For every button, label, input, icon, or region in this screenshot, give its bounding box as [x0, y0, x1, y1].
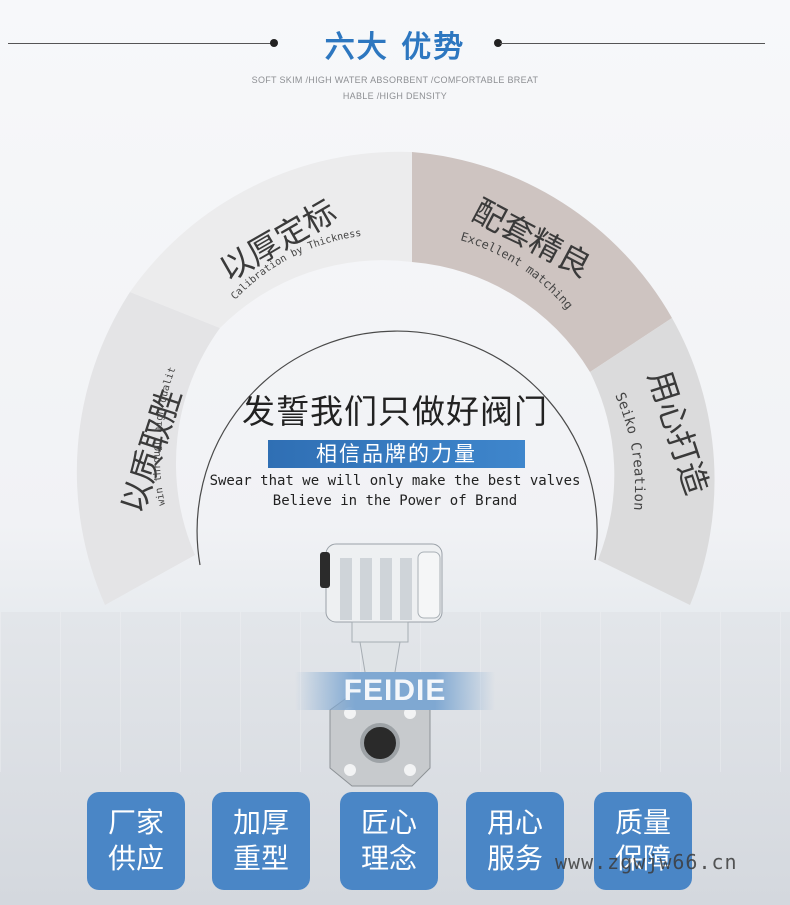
arc-segment-thickness	[130, 151, 412, 328]
feature-line-2: 重型	[232, 842, 289, 875]
section-subtitle: SOFT SKIM /HIGH WATER ABSORBENT /COMFORT…	[245, 72, 545, 104]
brand-band	[295, 672, 495, 710]
center-title: 发誓我们只做好阀门	[242, 392, 548, 431]
feature-tile-quality: 质量 保障	[594, 792, 692, 890]
feature-line-2: 服务	[486, 842, 543, 875]
feature-tile-craft: 匠心 理念	[340, 792, 438, 890]
feature-line-2: 保障	[614, 842, 671, 875]
feature-tile-heavy: 加厚 重型	[212, 792, 310, 890]
arc-segment-matching	[412, 152, 672, 372]
feature-line-1: 质量	[614, 806, 671, 839]
feature-line-2: 理念	[360, 842, 417, 875]
valve-image	[320, 543, 443, 787]
watermark: www.zgwjw66.cn	[555, 850, 738, 874]
header-line-left	[8, 43, 274, 44]
center-band: 相信品牌的力量	[268, 440, 525, 468]
subtitle-line-2: HABLE /HIGH DENSITY	[342, 91, 448, 101]
header-dot-left	[270, 39, 278, 47]
feature-line-1: 加厚	[232, 806, 289, 839]
header-line-right	[500, 43, 765, 44]
feature-line-2: 供应	[107, 842, 164, 875]
arc-segment-quality	[76, 292, 220, 605]
feature-tile-supply: 厂家 供应	[87, 792, 185, 890]
center-en-line-1: Swear that we will only make the best va…	[209, 473, 581, 489]
feature-line-1: 用心	[486, 806, 543, 839]
feature-tile-service: 用心 服务	[466, 792, 564, 890]
brand-logo-text: FEIDIE	[343, 674, 447, 707]
inner-arc-line	[196, 330, 598, 566]
feature-line-1: 匠心	[360, 806, 417, 839]
feature-line-1: 厂家	[107, 806, 164, 839]
arc-segment-creation	[590, 318, 715, 605]
header-dot-right	[494, 39, 502, 47]
section-title: 六大 优势	[324, 30, 466, 65]
center-en-line-2: Believe in the Power of Brand	[272, 493, 518, 509]
subtitle-line-1: SOFT SKIM /HIGH WATER ABSORBENT /COMFORT…	[251, 75, 539, 85]
